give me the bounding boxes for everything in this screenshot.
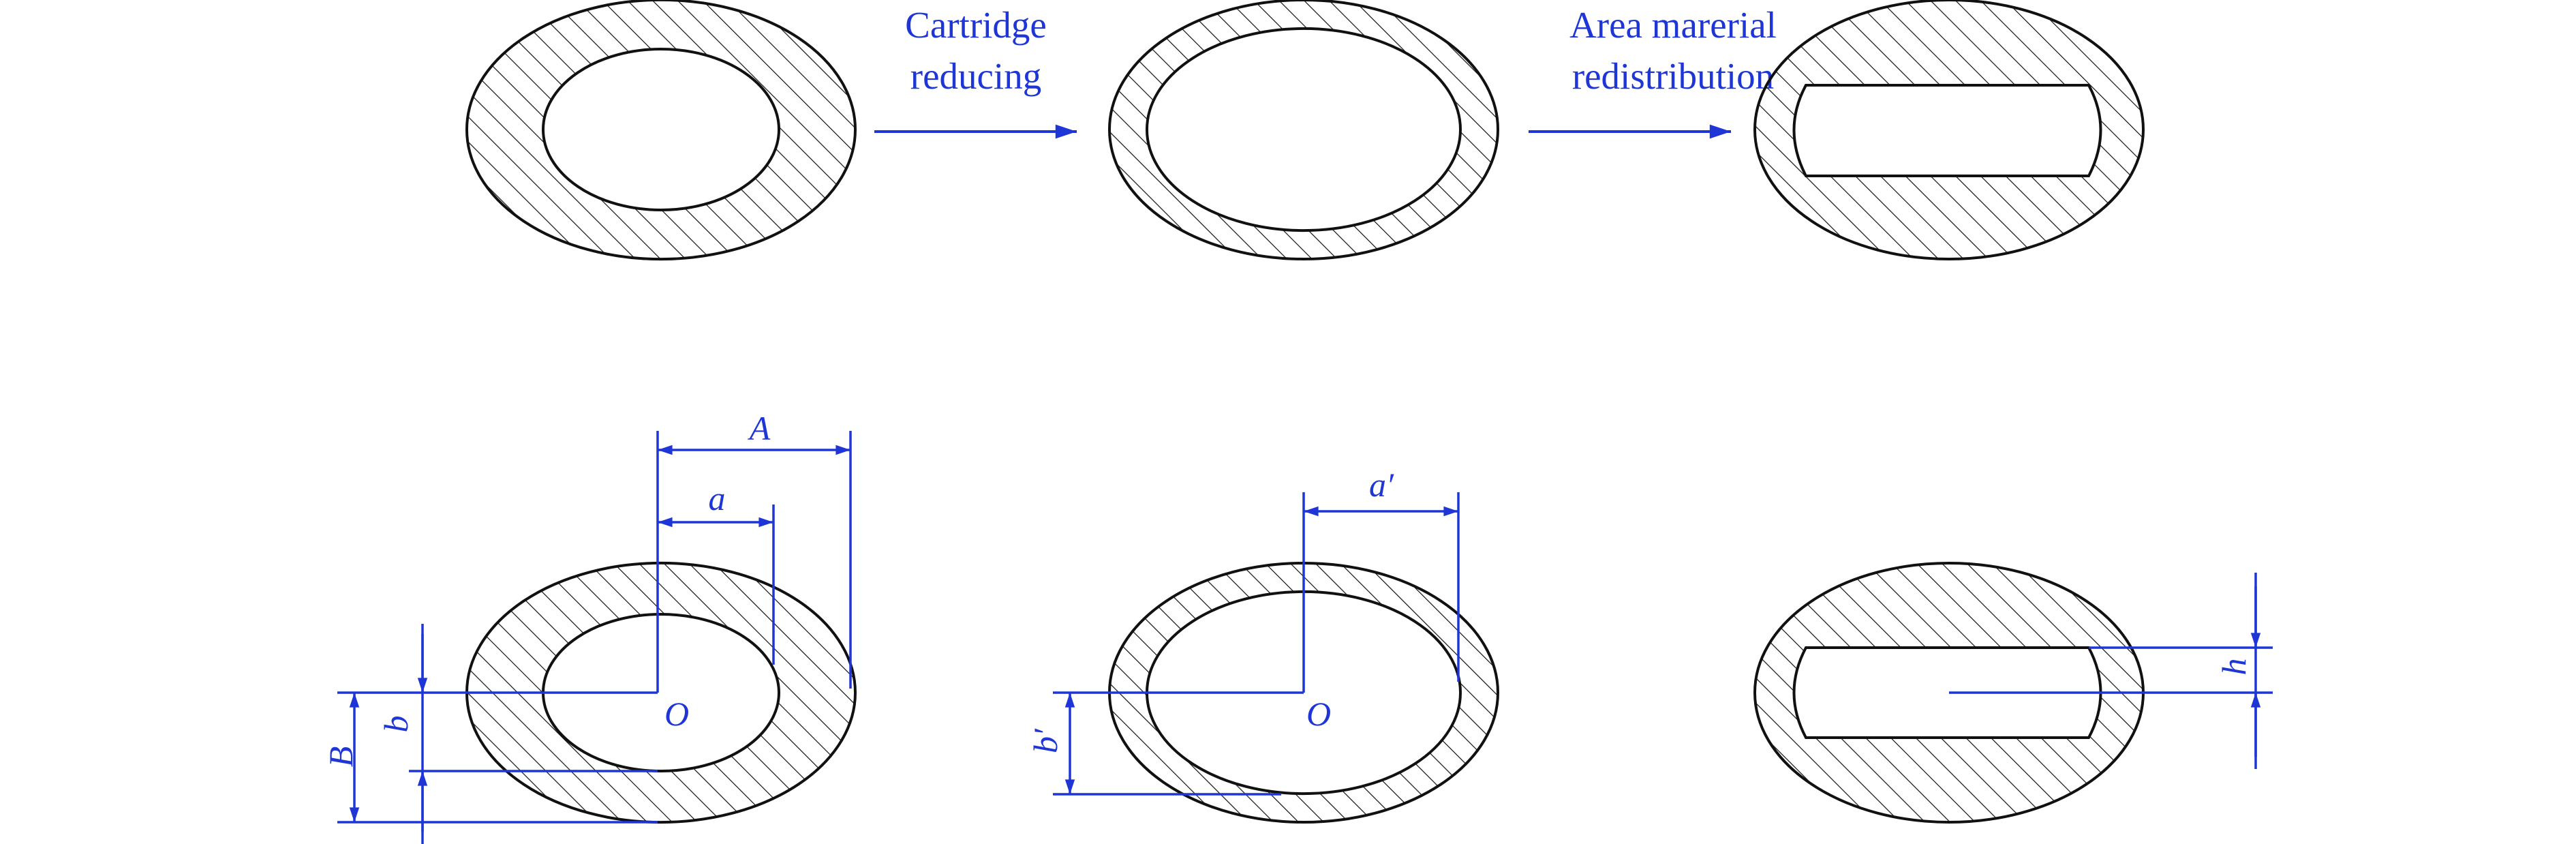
label-center-O: O [664,695,689,733]
slotted-oval [1753,0,2145,260]
label-a: a [709,479,726,517]
reduced-ring-bottom [1107,562,1500,824]
label-b: b [377,716,415,733]
top-row: Cartridge reducing Area marerial redistr… [465,0,2145,260]
original-ring [465,0,857,260]
step2-label-line1: Area marerial [1569,4,1777,46]
redistributed-section [1753,0,2145,260]
cartridge-reducing-step: Cartridge reducing [874,4,1077,139]
step2-label-line2: redistribution [1572,55,1774,97]
label-h: h [2215,659,2253,676]
reduced-section-dimensioned: a′ b′ O [1026,466,1500,824]
label-B: B [322,747,360,768]
original-ring-bottom [465,562,857,824]
bottom-row: A a B b O a′ b′ [322,409,2273,844]
reduced-ring [1107,0,1500,260]
reduced-section [1107,0,1500,260]
original-section-dimensioned: A a B b O [322,409,857,844]
label-center-O-2: O [1306,695,1331,733]
label-b-prime: b′ [1026,728,1064,753]
redistributed-section-dimensioned: h [1753,562,2273,824]
label-A: A [748,409,771,447]
step1-label-line1: Cartridge [905,4,1047,46]
step1-label-line2: reducing [910,55,1041,97]
redistribution-step: Area marerial redistribution [1529,4,1777,139]
label-a-prime: a′ [1369,466,1394,504]
original-section [465,0,857,260]
